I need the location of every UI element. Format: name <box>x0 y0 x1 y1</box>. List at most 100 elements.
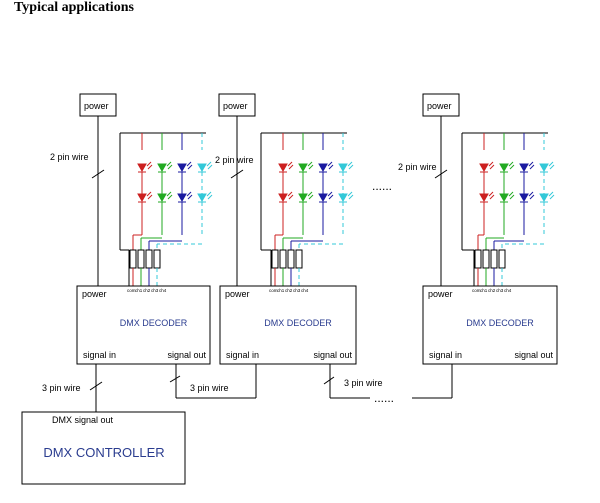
resistor <box>295 249 303 269</box>
led-icon <box>539 193 549 203</box>
resistor <box>279 249 287 269</box>
dmx-controller-box <box>21 411 186 485</box>
pin-label-com: com <box>269 288 278 293</box>
led-ray <box>488 191 494 197</box>
led-ray <box>206 191 212 197</box>
led-ray <box>529 164 535 170</box>
led-ray <box>287 161 293 167</box>
led-icon <box>298 193 308 203</box>
led-ray <box>206 161 212 167</box>
decoder-power-label: power <box>428 289 453 299</box>
led-icon <box>298 163 308 173</box>
led-icon <box>519 163 529 173</box>
led-ray <box>328 164 334 170</box>
led-ray <box>147 164 153 170</box>
led-ray <box>146 161 152 167</box>
pin-label-ch4: ch4 <box>504 288 512 293</box>
led-icon <box>157 163 167 173</box>
led-ray <box>307 161 313 167</box>
led-icon <box>519 193 529 203</box>
ellipsis-bottom: ...... <box>374 391 394 405</box>
three-pin-wire-label: 3 pin wire <box>42 383 81 393</box>
led-icon <box>479 193 489 203</box>
led-icon <box>499 193 509 203</box>
decoder-title: DMX DECODER <box>466 318 534 328</box>
resistor <box>271 249 279 269</box>
signal-in-label: signal in <box>226 350 259 360</box>
pin-label-ch4: ch4 <box>159 288 167 293</box>
decoder-power-label: power <box>225 289 250 299</box>
pin-label-ch4: ch4 <box>301 288 309 293</box>
led-icon <box>157 193 167 203</box>
power-label: power <box>84 101 109 111</box>
led-ray <box>549 164 555 170</box>
led-ray <box>347 191 353 197</box>
led-ray <box>167 194 173 200</box>
decoder-box <box>76 285 211 365</box>
two-pin-wire-label: 2 pin wire <box>398 162 437 172</box>
led-icon <box>318 163 328 173</box>
led-icon <box>539 163 549 173</box>
pin-label-ch2: ch2 <box>285 288 293 293</box>
led-icon <box>197 163 207 173</box>
led-ray <box>308 194 314 200</box>
led-ray <box>489 194 495 200</box>
signal-out-label: signal out <box>514 350 553 360</box>
pin-label-ch2: ch2 <box>143 288 151 293</box>
led-ray <box>508 191 514 197</box>
resistor <box>498 249 506 269</box>
wire-tick <box>89 381 103 391</box>
led-ray <box>307 191 313 197</box>
led-icon <box>479 163 489 173</box>
resistor <box>153 249 161 269</box>
led-ray <box>347 161 353 167</box>
pin-label-ch1: ch1 <box>277 288 285 293</box>
resistor <box>474 249 482 269</box>
led-ray <box>186 161 192 167</box>
two-pin-wire-label: 2 pin wire <box>50 152 89 162</box>
led-ray <box>509 164 515 170</box>
decoder-box <box>219 285 357 365</box>
led-ray <box>509 194 515 200</box>
wire-tick <box>91 169 105 179</box>
led-icon <box>197 193 207 203</box>
resistor <box>129 249 137 269</box>
led-ray <box>166 191 172 197</box>
pin-label-ch1: ch1 <box>135 288 143 293</box>
led-ray <box>489 164 495 170</box>
led-ray <box>167 164 173 170</box>
led-ray <box>327 191 333 197</box>
resistor <box>482 249 490 269</box>
three-pin-wire-label: 3 pin wire <box>344 378 383 388</box>
decoder-power-label: power <box>82 289 107 299</box>
led-icon <box>137 163 147 173</box>
led-ray <box>528 191 534 197</box>
led-ray <box>147 194 153 200</box>
controller-title: DMX CONTROLLER <box>43 445 164 460</box>
led-ray <box>548 191 554 197</box>
decoder-box <box>422 285 558 365</box>
led-icon <box>177 163 187 173</box>
controller-signal-out-label: DMX signal out <box>52 415 114 425</box>
power-label: power <box>223 101 248 111</box>
power-label: power <box>427 101 452 111</box>
led-ray <box>327 161 333 167</box>
led-ray <box>328 194 334 200</box>
led-icon <box>338 163 348 173</box>
led-icon <box>278 193 288 203</box>
resistor <box>137 249 145 269</box>
led-icon <box>177 193 187 203</box>
led-ray <box>308 164 314 170</box>
led-ray <box>287 191 293 197</box>
pin-label-ch2: ch2 <box>488 288 496 293</box>
decoder-title: DMX DECODER <box>264 318 332 328</box>
signal-in-label: signal in <box>83 350 116 360</box>
pin-label-ch1: ch1 <box>480 288 488 293</box>
led-ray <box>146 191 152 197</box>
led-ray <box>288 194 294 200</box>
led-ray <box>488 161 494 167</box>
